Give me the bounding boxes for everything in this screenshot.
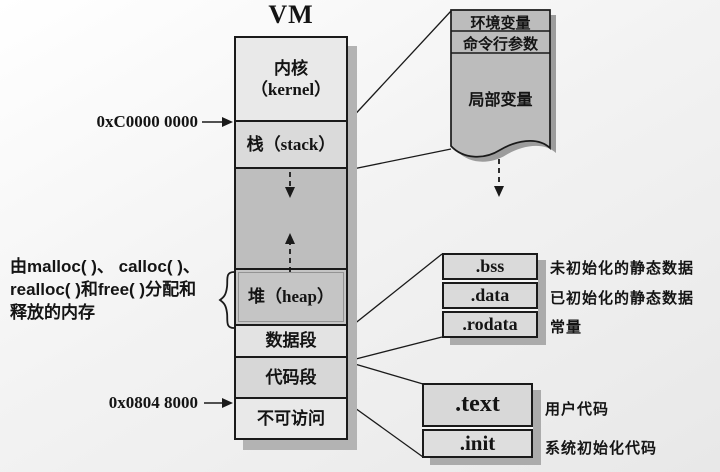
section-bss-desc: 未初始化的静态数据 (550, 260, 695, 277)
segment-kernel-label: 内核 (274, 58, 308, 78)
code-sections-group: .text .init (422, 383, 533, 458)
segment-inaccessible: 不可访问 (236, 399, 346, 438)
segment-stack-label: 栈（stack） (246, 134, 336, 154)
section-data-desc: 已初始化的静态数据 (550, 290, 695, 307)
segment-growth-gap (236, 169, 346, 270)
leader-data-bottom (347, 336, 443, 362)
segment-stack: 栈（stack） (236, 122, 346, 169)
leader-code-bottom (347, 402, 424, 458)
stack-detail-cmdline-args: 命令行参数 (462, 36, 538, 53)
segment-code: 代码段 (236, 358, 346, 399)
section-bss: .bss (442, 253, 538, 280)
leader-stack-bottom (347, 148, 452, 171)
heap-note: 由malloc( )、 calloc( )、 realloc( )和free( … (10, 257, 200, 322)
stack-detail-env-vars: 环境变量 (470, 15, 531, 32)
lower-address-label: 0x0804 8000 (108, 393, 198, 412)
data-sections-group: .bss .data .rodata (442, 253, 538, 338)
segment-kernel-sublabel: （kernel） (250, 80, 332, 99)
segment-inaccessible-label: 不可访问 (257, 408, 325, 428)
segment-data-label: 数据段 (265, 331, 317, 351)
section-init-desc: 系统初始化代码 (545, 440, 658, 457)
segment-heap-label: 堆（heap） (248, 287, 334, 307)
page-title: VM (268, 0, 314, 29)
leader-data-top (347, 253, 443, 330)
segment-data: 数据段 (236, 326, 346, 358)
heap-inner-outline (238, 272, 344, 322)
section-text-desc: 用户代码 (545, 401, 610, 418)
section-rodata-desc: 常量 (550, 319, 583, 336)
section-text: .text (422, 383, 533, 427)
segment-code-label: 代码段 (265, 367, 317, 387)
leader-stack-top (347, 10, 452, 123)
leader-code-top (347, 361, 424, 385)
segment-heap: 堆（heap） (236, 270, 346, 326)
section-rodata: .rodata (442, 311, 538, 338)
section-data: .data (442, 282, 538, 309)
stack-detail-local-vars: 局部变量 (468, 92, 533, 109)
segment-kernel: 内核 （kernel） (236, 38, 346, 122)
stack-detail-growth-arrow-icon (494, 159, 504, 197)
lower-address-arrow-icon (204, 398, 233, 408)
upper-address-arrow-icon (202, 117, 233, 127)
section-init: .init (422, 428, 533, 458)
memory-column: 内核 （kernel） 栈（stack） 堆（heap） 数据段 代码段 不可访… (234, 36, 348, 440)
upper-address-label: 0xC0000 0000 (96, 112, 198, 131)
